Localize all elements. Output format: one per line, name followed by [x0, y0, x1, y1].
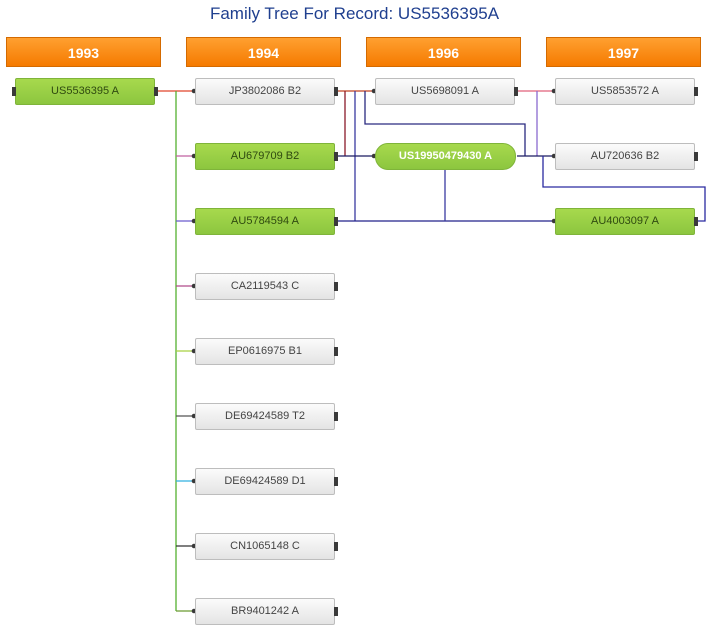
node-ca2119543[interactable]: CA2119543 C: [195, 273, 338, 300]
port-right: [694, 152, 698, 161]
node-label: AU5784594 A: [231, 215, 299, 227]
node-label: AU720636 B2: [590, 150, 660, 162]
node-us19950479430[interactable]: US19950479430 A: [375, 143, 516, 170]
node-label: JP3802086 B2: [228, 85, 302, 97]
node-label: DE69424589 T2: [225, 410, 305, 422]
node-label: US5536395 A: [51, 85, 119, 97]
port-right: [334, 282, 338, 291]
node-label: BR9401242 A: [231, 605, 299, 617]
port-right: [514, 87, 518, 96]
port-right: [694, 217, 698, 226]
node-label: EP0616975 B1: [227, 345, 302, 357]
node-br9401242[interactable]: BR9401242 A: [195, 598, 338, 625]
port-right: [334, 477, 338, 486]
node-au5784594[interactable]: AU5784594 A: [195, 208, 338, 235]
port-right: [334, 152, 338, 161]
node-label: DE69424589 D1: [224, 475, 306, 487]
node-ep0616975[interactable]: EP0616975 B1: [195, 338, 338, 365]
year-header-1996: 1996: [366, 37, 521, 67]
node-label: CN1065148 C: [230, 540, 300, 552]
year-header-1993: 1993: [6, 37, 161, 67]
node-label: US5698091 A: [411, 85, 479, 97]
link-jp-au720636: [364, 91, 526, 156]
node-label: US19950479430 A: [398, 150, 493, 162]
node-cn1065148[interactable]: CN1065148 C: [195, 533, 338, 560]
node-jp3802086[interactable]: JP3802086 B2: [195, 78, 338, 105]
port-right: [334, 87, 338, 96]
port-right: [694, 87, 698, 96]
node-label: AU4003097 A: [591, 215, 659, 227]
node-us5853572[interactable]: US5853572 A: [555, 78, 698, 105]
port-right: [334, 412, 338, 421]
node-label: CA2119543 C: [230, 280, 300, 292]
node-us5698091[interactable]: US5698091 A: [375, 78, 518, 105]
node-au679709[interactable]: AU679709 B2: [195, 143, 338, 170]
port-right: [154, 87, 158, 96]
year-header-1994: 1994: [186, 37, 341, 67]
port-right: [334, 347, 338, 356]
page-title: Family Tree For Record: US5536395A: [209, 4, 500, 23]
node-au720636[interactable]: AU720636 B2: [555, 143, 698, 170]
year-header-1997: 1997: [546, 37, 701, 67]
node-label: AU679709 B2: [230, 150, 300, 162]
node-au4003097[interactable]: AU4003097 A: [555, 208, 698, 235]
port-right: [334, 542, 338, 551]
node-us5536395[interactable]: US5536395 A: [12, 78, 158, 105]
port-right: [334, 607, 338, 616]
node-de69424589-d1[interactable]: DE69424589 D1: [195, 468, 338, 495]
link-au720636-au4003097: [542, 156, 706, 222]
port-right: [334, 217, 338, 226]
port-left: [12, 87, 16, 96]
node-de69424589-t2[interactable]: DE69424589 T2: [195, 403, 338, 430]
node-label: US5853572 A: [591, 85, 659, 97]
